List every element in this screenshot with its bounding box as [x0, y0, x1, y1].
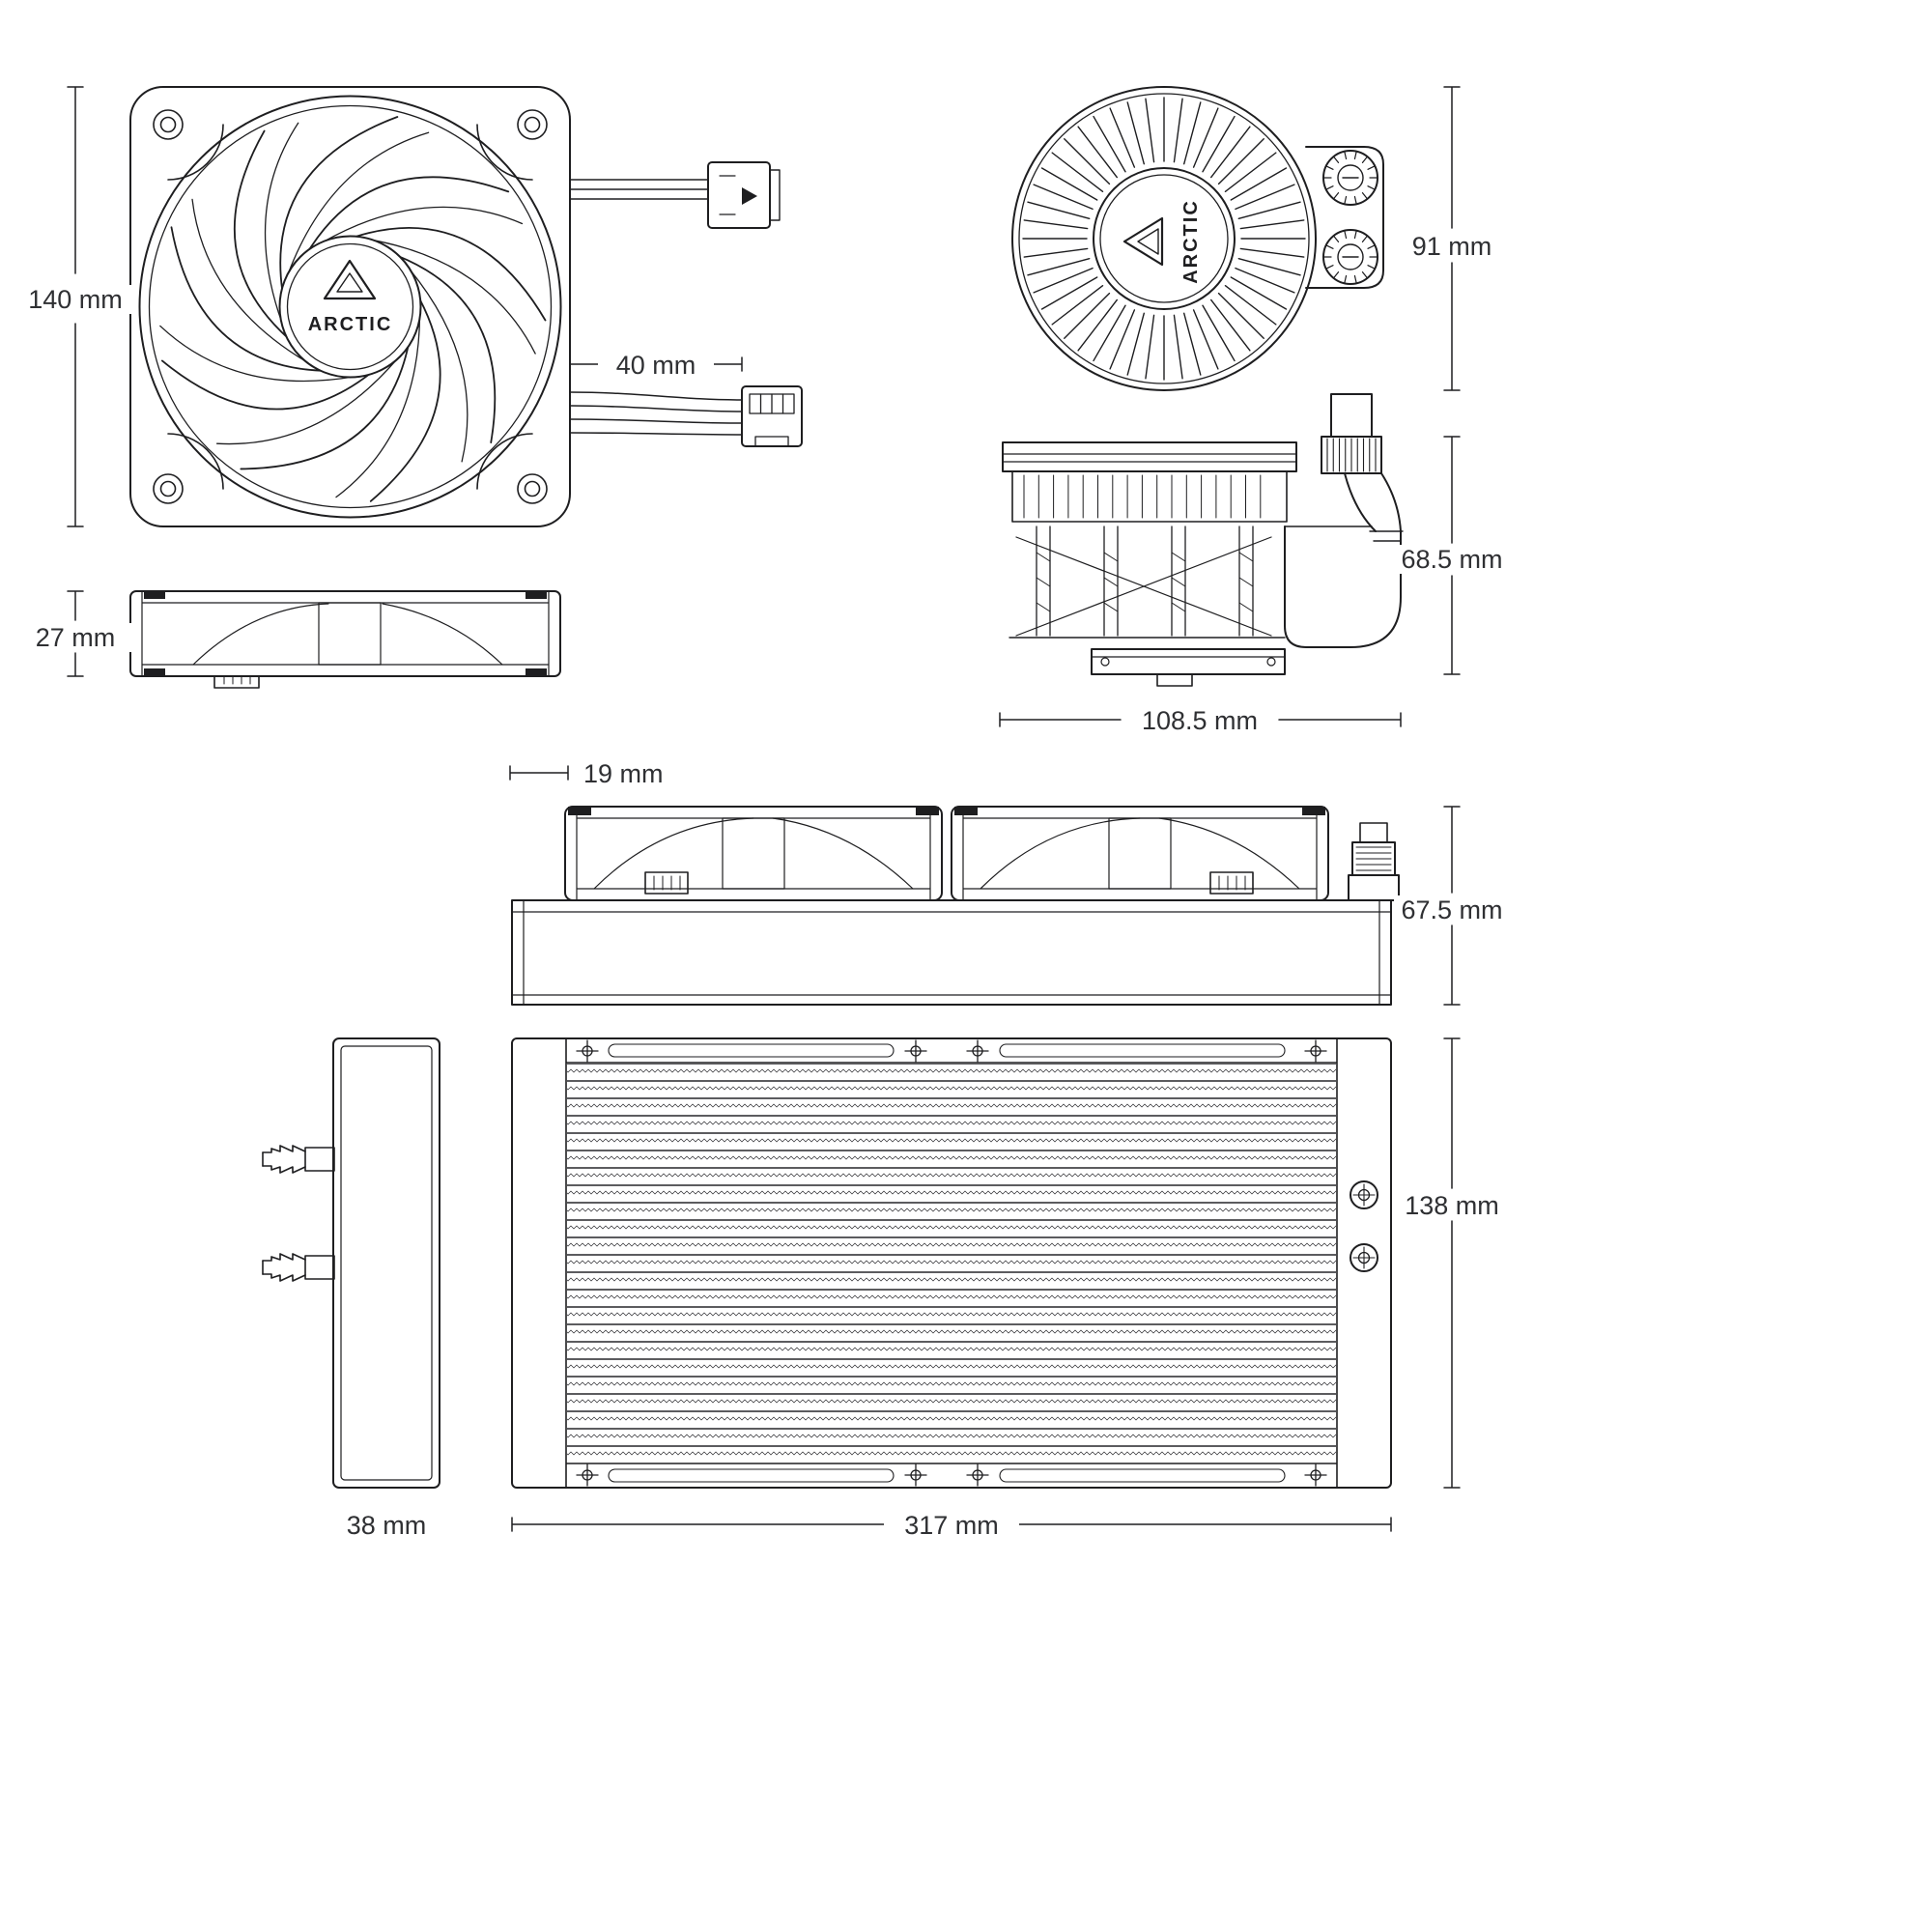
mounting-brace — [1015, 536, 1272, 637]
dim-fan-offset — [509, 765, 569, 781]
dim-label-pump-height: 68.5 mm — [1394, 545, 1510, 574]
barb-fitting-1 — [262, 1145, 335, 1174]
dim-fan-thickness — [67, 590, 84, 677]
collar-knurl — [1326, 438, 1377, 472]
pump-mounting-legs — [1036, 526, 1254, 637]
radiator-end-tank-view — [262, 1037, 440, 1489]
pump-fin-comb — [1023, 474, 1262, 519]
radiator-fitting-knurl — [1355, 846, 1392, 871]
dim-label-cable-length: 40 mm — [598, 351, 714, 380]
pwm-connector — [741, 385, 803, 447]
pump-fins — [1022, 97, 1306, 381]
fan-corner-screws — [153, 109, 548, 504]
connector-arrow-icon — [742, 187, 757, 205]
dim-label-fan-size: 140 mm — [17, 285, 133, 314]
dim-label-assembly-height: 67.5 mm — [1394, 895, 1510, 924]
arctic-logo-triangle-pump — [1122, 216, 1164, 267]
fan-pwm-cable — [569, 385, 803, 447]
fan-hub — [278, 235, 422, 379]
arctic-logo-triangle — [323, 259, 377, 300]
argb-connector — [707, 161, 781, 229]
dim-label-pump-side-width: 108.5 mm — [1132, 706, 1267, 735]
mounting-slots — [608, 1043, 1286, 1483]
dim-label-radiator-depth: 38 mm — [319, 1511, 454, 1540]
fan-front-view — [129, 86, 571, 527]
dim-radiator-assembly-height — [1443, 806, 1461, 1006]
fan-side-view — [129, 590, 561, 689]
cold-plate — [1091, 648, 1286, 675]
fitting-knurls — [1322, 151, 1378, 284]
radiator-hose-fitting — [1348, 822, 1400, 901]
dim-radiator-height — [1443, 1037, 1461, 1489]
dim-cable-length — [569, 356, 743, 372]
dim-label-radiator-height: 138 mm — [1394, 1191, 1510, 1220]
pump-top-view — [1011, 86, 1384, 391]
dim-label-fan-offset: 19 mm — [583, 759, 664, 788]
barb-fitting-2 — [262, 1253, 335, 1282]
pump-fitting-housing — [1305, 146, 1384, 289]
dim-pump-width — [1443, 86, 1461, 391]
radiator-ports — [1350, 1180, 1378, 1272]
pump-body — [1284, 526, 1402, 648]
dim-pump-height — [1443, 436, 1461, 675]
fan-argb-cable — [569, 161, 781, 229]
pump-brand-text: ARCTIC — [1180, 199, 1202, 284]
dim-fan-size — [67, 86, 84, 527]
mounting-screw-marks — [576, 1039, 1327, 1487]
dim-label-radiator-length: 317 mm — [884, 1511, 1019, 1540]
fan-connector-stub — [213, 675, 260, 689]
pump-hose-outlet — [1330, 393, 1373, 438]
pump-cap — [1093, 167, 1236, 310]
radiator-side-view — [511, 806, 1400, 1006]
fan-hub-brand-text: ARCTIC — [307, 314, 393, 335]
dim-radiator-length — [511, 1517, 1392, 1532]
dim-label-pump-width: 91 mm — [1394, 232, 1510, 261]
dim-label-fan-thickness: 27 mm — [17, 623, 133, 652]
radiator-fins — [567, 1064, 1336, 1463]
radiator-fan-2 — [951, 806, 1329, 901]
radiator-fan-1 — [564, 806, 943, 901]
pump-side-view — [1002, 393, 1404, 687]
dim-pump-side-width — [999, 712, 1402, 727]
radiator-front-view — [511, 1037, 1392, 1489]
